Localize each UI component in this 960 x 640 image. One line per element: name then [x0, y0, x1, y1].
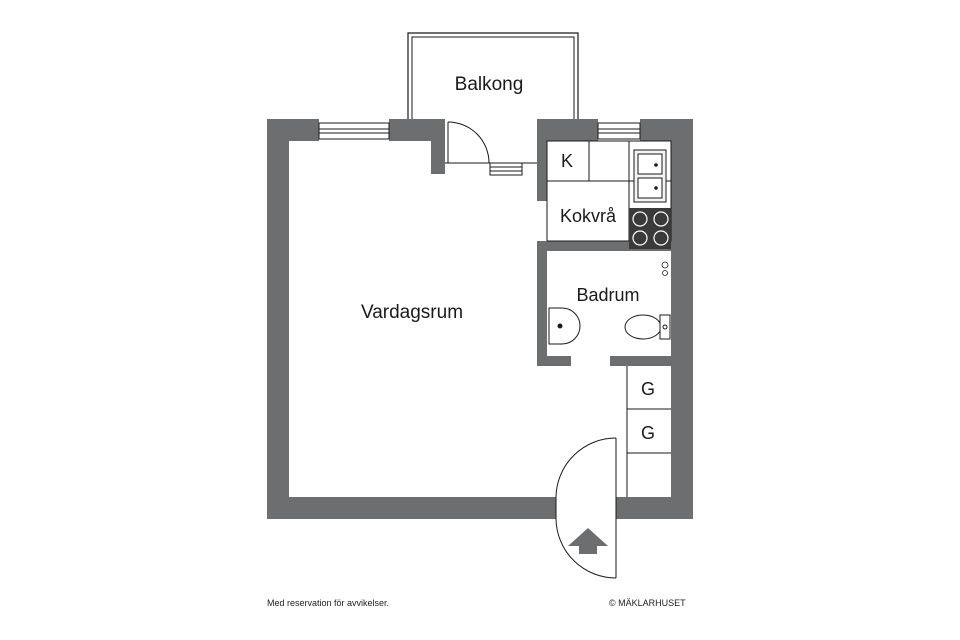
entrance-arrow-icon — [568, 528, 608, 554]
closets — [626, 366, 671, 497]
disclaimer: Med reservation för avvikelser. — [267, 598, 390, 608]
room-label-living-room: Vardagsrum — [361, 302, 463, 323]
shower-tap-icon — [661, 261, 669, 276]
room-label-closet-2: G — [641, 423, 655, 443]
room-label-fridge: K — [561, 151, 573, 171]
balcony-door — [445, 121, 537, 164]
sink-icon — [633, 149, 667, 203]
windows — [318, 122, 641, 176]
toilet-icon — [624, 314, 671, 340]
balcony — [407, 32, 579, 120]
entrance-door — [555, 437, 617, 579]
stove-icon — [629, 208, 671, 249]
room-label-balcony: Balkong — [455, 74, 524, 95]
room-label-bathroom: Badrum — [576, 285, 639, 305]
walls — [267, 119, 693, 519]
washbasin-icon — [548, 307, 581, 345]
room-label-kitchen-nook: Kokvrå — [560, 206, 617, 226]
copyright: © MÄKLARHUSET — [609, 598, 686, 608]
room-label-closet-1: G — [641, 379, 655, 399]
